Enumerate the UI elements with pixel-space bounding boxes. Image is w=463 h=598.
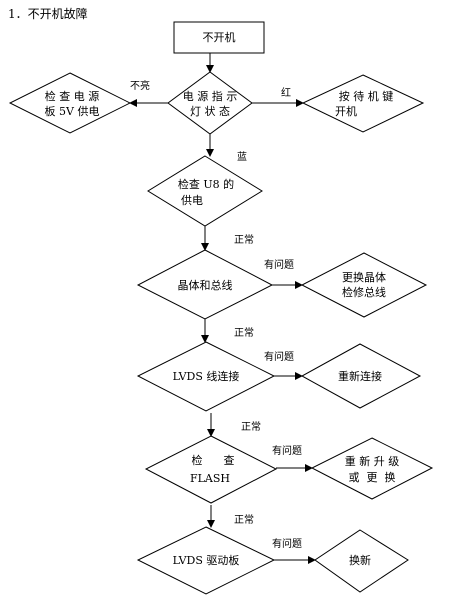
node-check-u8-line2: 供电	[181, 193, 203, 207]
edge-label-problem-4: 有问题	[272, 537, 302, 550]
node-lvds-board-label: LVDS 驱动板	[173, 553, 240, 567]
node-led-state-line1: 电 源 指 示	[183, 89, 238, 103]
node-lvds-line-label: LVDS 线连接	[173, 369, 240, 383]
node-replace	[314, 529, 409, 593]
edge-label-problem-2: 有问题	[264, 350, 294, 363]
edge-label-not-lit: 不亮	[130, 79, 150, 92]
edge-label-blue: 蓝	[237, 151, 247, 163]
node-check-u8	[147, 155, 263, 227]
node-replace-label: 换新	[349, 553, 371, 567]
node-start	[173, 21, 265, 54]
node-upgrade-line2: 或 更 换	[349, 470, 396, 484]
node-crystal-bus-label: 晶体和总线	[178, 278, 233, 292]
node-replace-crystal-line2: 检修总线	[342, 285, 386, 299]
edge-label-normal-3: 正常	[241, 420, 261, 433]
node-led-state	[167, 71, 253, 135]
node-upgrade	[310, 437, 434, 500]
node-check-power-line2: 板 5V 供电	[45, 104, 100, 118]
section-heading: 1．不开机故障	[8, 7, 88, 21]
edge-label-normal-4: 正常	[234, 513, 254, 526]
edge-label-problem-3: 有问题	[272, 444, 302, 457]
node-check-flash-line1: 检 查	[192, 453, 235, 467]
node-check-power-line1: 检 查 电 源	[45, 89, 100, 103]
node-check-flash	[144, 435, 278, 504]
node-check-flash-line2: FLASH	[190, 472, 230, 485]
node-lvds-line	[136, 341, 276, 412]
node-replace-crystal-line1: 更换晶体	[342, 270, 386, 284]
node-check-power	[8, 72, 132, 134]
node-press-key-line2: 开机	[335, 104, 357, 118]
node-check-u8-line1: 检查 U8 的	[178, 177, 234, 191]
node-press-key-line1: 按 待 机 键	[339, 89, 394, 103]
node-led-state-line2: 灯 状 态	[190, 104, 230, 118]
edge-label-normal-1: 正常	[234, 233, 254, 246]
node-reconnect	[300, 343, 422, 409]
node-start-label: 不开机	[203, 30, 236, 44]
node-upgrade-line1: 重 新 升 级	[345, 454, 400, 468]
node-replace-crystal	[300, 252, 428, 318]
edge-label-red: 红	[281, 86, 291, 99]
node-press-key	[301, 74, 425, 133]
edge-label-problem-1: 有问题	[264, 258, 294, 271]
node-lvds-board	[136, 526, 276, 595]
node-crystal-bus	[136, 249, 274, 320]
edge-label-normal-2: 正常	[234, 326, 254, 339]
node-reconnect-label: 重新连接	[338, 369, 382, 383]
